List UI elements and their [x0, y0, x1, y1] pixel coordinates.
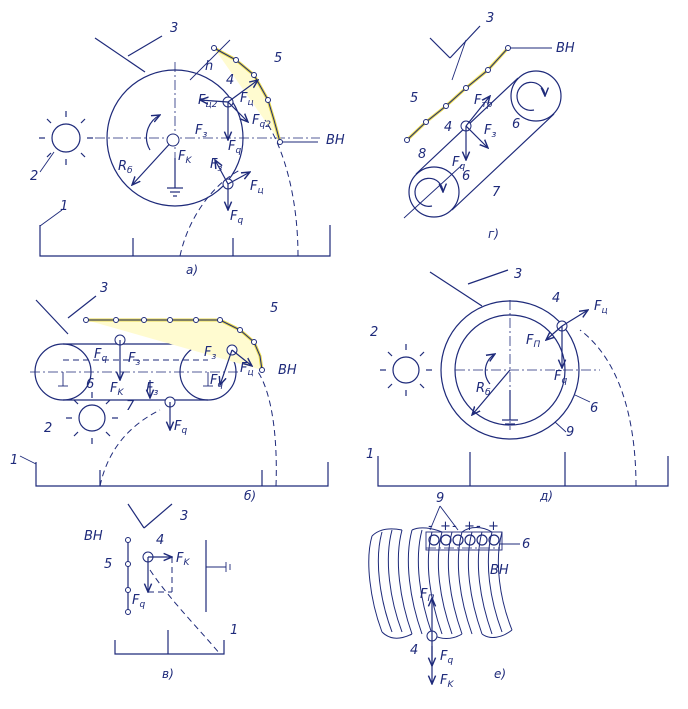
- label-fq-d: Fq: [554, 369, 567, 386]
- label-3-g: 3: [486, 11, 494, 26]
- label-7-g: 7: [492, 185, 501, 200]
- label-2: 2: [30, 169, 38, 184]
- label-vn-a: ВН: [326, 133, 345, 148]
- caption-d: д): [539, 489, 553, 503]
- label-4-e: 4: [410, 643, 418, 658]
- sign-minus-1: -: [428, 519, 433, 534]
- label-vn-v: ВН: [84, 529, 103, 544]
- label-fq2: Fq2: [252, 113, 271, 130]
- label-ftr: Fтр: [474, 93, 493, 110]
- label-fc-a2: Fц: [250, 179, 264, 196]
- label-4-d: 4: [552, 291, 560, 306]
- label-9-d: 9: [566, 425, 574, 440]
- label-fq-v: Fq: [132, 593, 145, 610]
- label-6-g2: 6: [462, 169, 470, 184]
- label-fq-e: Fq: [440, 649, 453, 666]
- label-8-g: 8: [418, 147, 426, 162]
- label-3-b: 3: [100, 281, 108, 296]
- label-3-d: 3: [514, 267, 522, 282]
- pulley-bottom: [408, 166, 460, 218]
- label-fc-b: Fц: [240, 361, 254, 378]
- label-fq-g: Fq: [452, 155, 465, 172]
- label-3-v: 3: [180, 509, 188, 524]
- label-7-b: 7: [126, 399, 135, 414]
- panel-g: 3 5 ВН 4 Fтр Fз Fq 6 6 8 7 г): [403, 11, 575, 241]
- caption-a: а): [186, 263, 198, 277]
- panel-b: 1 8 6 7 5 ВН 3 Fз Fq FK Fз: [10, 281, 329, 503]
- label-fq-b2: Fq: [174, 419, 187, 436]
- pulley-top: [510, 70, 562, 122]
- label-1-b: 1: [10, 453, 18, 468]
- label-fz-a2: Fз: [210, 157, 222, 174]
- label-6-b: 6: [86, 377, 94, 392]
- tank-outline: [39, 225, 331, 257]
- label-fq-b3: Fq: [210, 373, 223, 390]
- panel-v: ВН 5 3 4 FK Fq 1 в): [84, 503, 238, 681]
- label-vn-g: ВН: [556, 41, 575, 56]
- caption-v: в): [162, 667, 174, 681]
- label-fp-d: FП: [526, 333, 540, 350]
- panel-e: - + - + - + 9 6 ВН 4 FП Fq FK е): [368, 491, 530, 690]
- label-fz-b2: Fз: [146, 381, 158, 398]
- sign-minus-2: -: [452, 519, 457, 534]
- sign-plus-3: +: [488, 519, 499, 534]
- label-fz-g: Fз: [484, 123, 496, 140]
- label-2-d: 2: [370, 325, 378, 340]
- label-4-g: 4: [444, 120, 452, 135]
- label-3: 3: [170, 21, 178, 36]
- label-fq-a2: Fq: [230, 209, 243, 226]
- label-5-v: 5: [104, 557, 112, 572]
- label-fp-e: FП: [420, 587, 434, 604]
- sign-plus-1: +: [440, 519, 451, 534]
- label-radius-d: Rб: [476, 381, 491, 398]
- label-radius: Rб: [118, 159, 133, 176]
- label-fc2: Fц2: [198, 93, 218, 110]
- label-fk-b: FK: [110, 381, 124, 398]
- label-4: 4: [226, 73, 234, 88]
- label-6-g1: 6: [512, 117, 520, 132]
- panel-d: 1 Rб 2 3 4 Fц FП Fq 6: [366, 267, 669, 503]
- label-1-d: 1: [366, 447, 374, 462]
- label-6-e: 6: [522, 537, 530, 552]
- label-vn-e: ВН: [490, 563, 509, 578]
- label-vn-b: ВН: [278, 363, 297, 378]
- sign-minus-3: -: [476, 519, 481, 534]
- label-fz-a: Fз: [195, 123, 207, 140]
- label-4-v: 4: [156, 533, 164, 548]
- label-fq-b1: Fq: [94, 347, 107, 364]
- sign-plus-2: +: [464, 519, 475, 534]
- label-fk-e: FK: [440, 673, 454, 690]
- label-5-b: 5: [270, 301, 278, 316]
- label-fc: Fц: [240, 91, 254, 108]
- label-fq-a1: Fq: [228, 139, 241, 156]
- label-fk-v: FK: [176, 551, 190, 568]
- label-9-e: 9: [436, 491, 444, 506]
- label-1-v: 1: [230, 623, 238, 638]
- label-2-b: 2: [44, 421, 52, 436]
- label-fz-b1: Fз: [128, 351, 140, 368]
- caption-g: г): [488, 227, 499, 241]
- label-fc-d: Fц: [594, 299, 608, 316]
- label-fk-a: FK: [178, 149, 192, 166]
- label-6-d: 6: [590, 401, 598, 416]
- panel-a: 1 Rб FK 2 3: [30, 21, 345, 277]
- caption-e: е): [494, 667, 506, 681]
- label-1: 1: [60, 199, 68, 214]
- label-h: h: [205, 59, 213, 74]
- heater: [51, 123, 81, 153]
- label-5-g: 5: [410, 91, 418, 106]
- label-5: 5: [274, 51, 282, 66]
- caption-b: б): [244, 489, 256, 503]
- label-fz-b3: Fз: [204, 345, 216, 362]
